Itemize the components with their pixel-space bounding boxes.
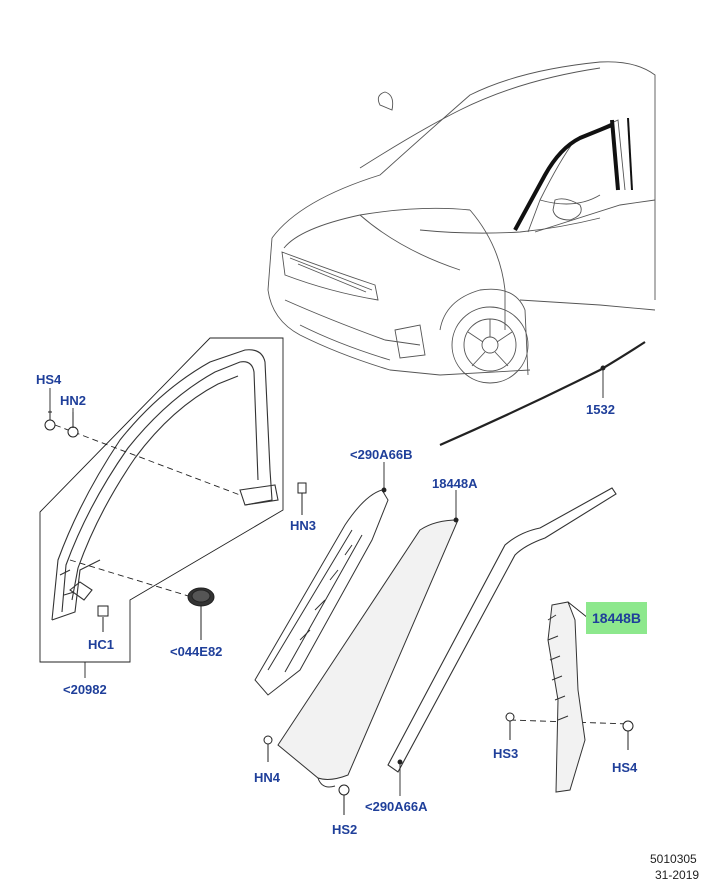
pillar-18448a xyxy=(277,519,459,788)
trim-1532 xyxy=(439,341,646,447)
callout-part-18448a: 18448A xyxy=(432,476,478,491)
callout-ref-044e82: <044E82 xyxy=(170,644,223,659)
callout-part-1532: 1532 xyxy=(586,402,615,417)
bracket-18448b xyxy=(547,601,586,793)
seal-290a66a xyxy=(387,487,617,773)
callout-ref-290a66a: <290A66A xyxy=(365,799,428,814)
callout-hs4-right: HS4 xyxy=(612,760,638,775)
fasteners xyxy=(44,410,634,815)
window-trim-highlight xyxy=(513,117,633,231)
callout-ref-290a66b: <290A66B xyxy=(350,447,413,462)
assembly-20982-box xyxy=(39,337,284,663)
callout-hn3: HN3 xyxy=(290,518,317,533)
leader-lines xyxy=(49,365,606,796)
callout-hn2: HN2 xyxy=(60,393,87,408)
callout-hs2: HS2 xyxy=(332,822,358,837)
door-frame-20982 xyxy=(51,349,279,621)
callout-part-18448b-highlighted: 18448B xyxy=(586,602,648,634)
callout-hc1: HC1 xyxy=(88,637,115,652)
footer-date: 31-2019 xyxy=(655,868,700,882)
callout-hn4: HN4 xyxy=(254,770,281,785)
callout-hs4-left: HS4 xyxy=(36,372,62,387)
callout-hs3: HS3 xyxy=(493,746,519,761)
vehicle-illustration xyxy=(267,61,656,384)
footer-code: 5010305 xyxy=(650,852,697,866)
pillar-290a66b xyxy=(254,489,389,696)
callout-ref-20982: <20982 xyxy=(63,682,107,697)
